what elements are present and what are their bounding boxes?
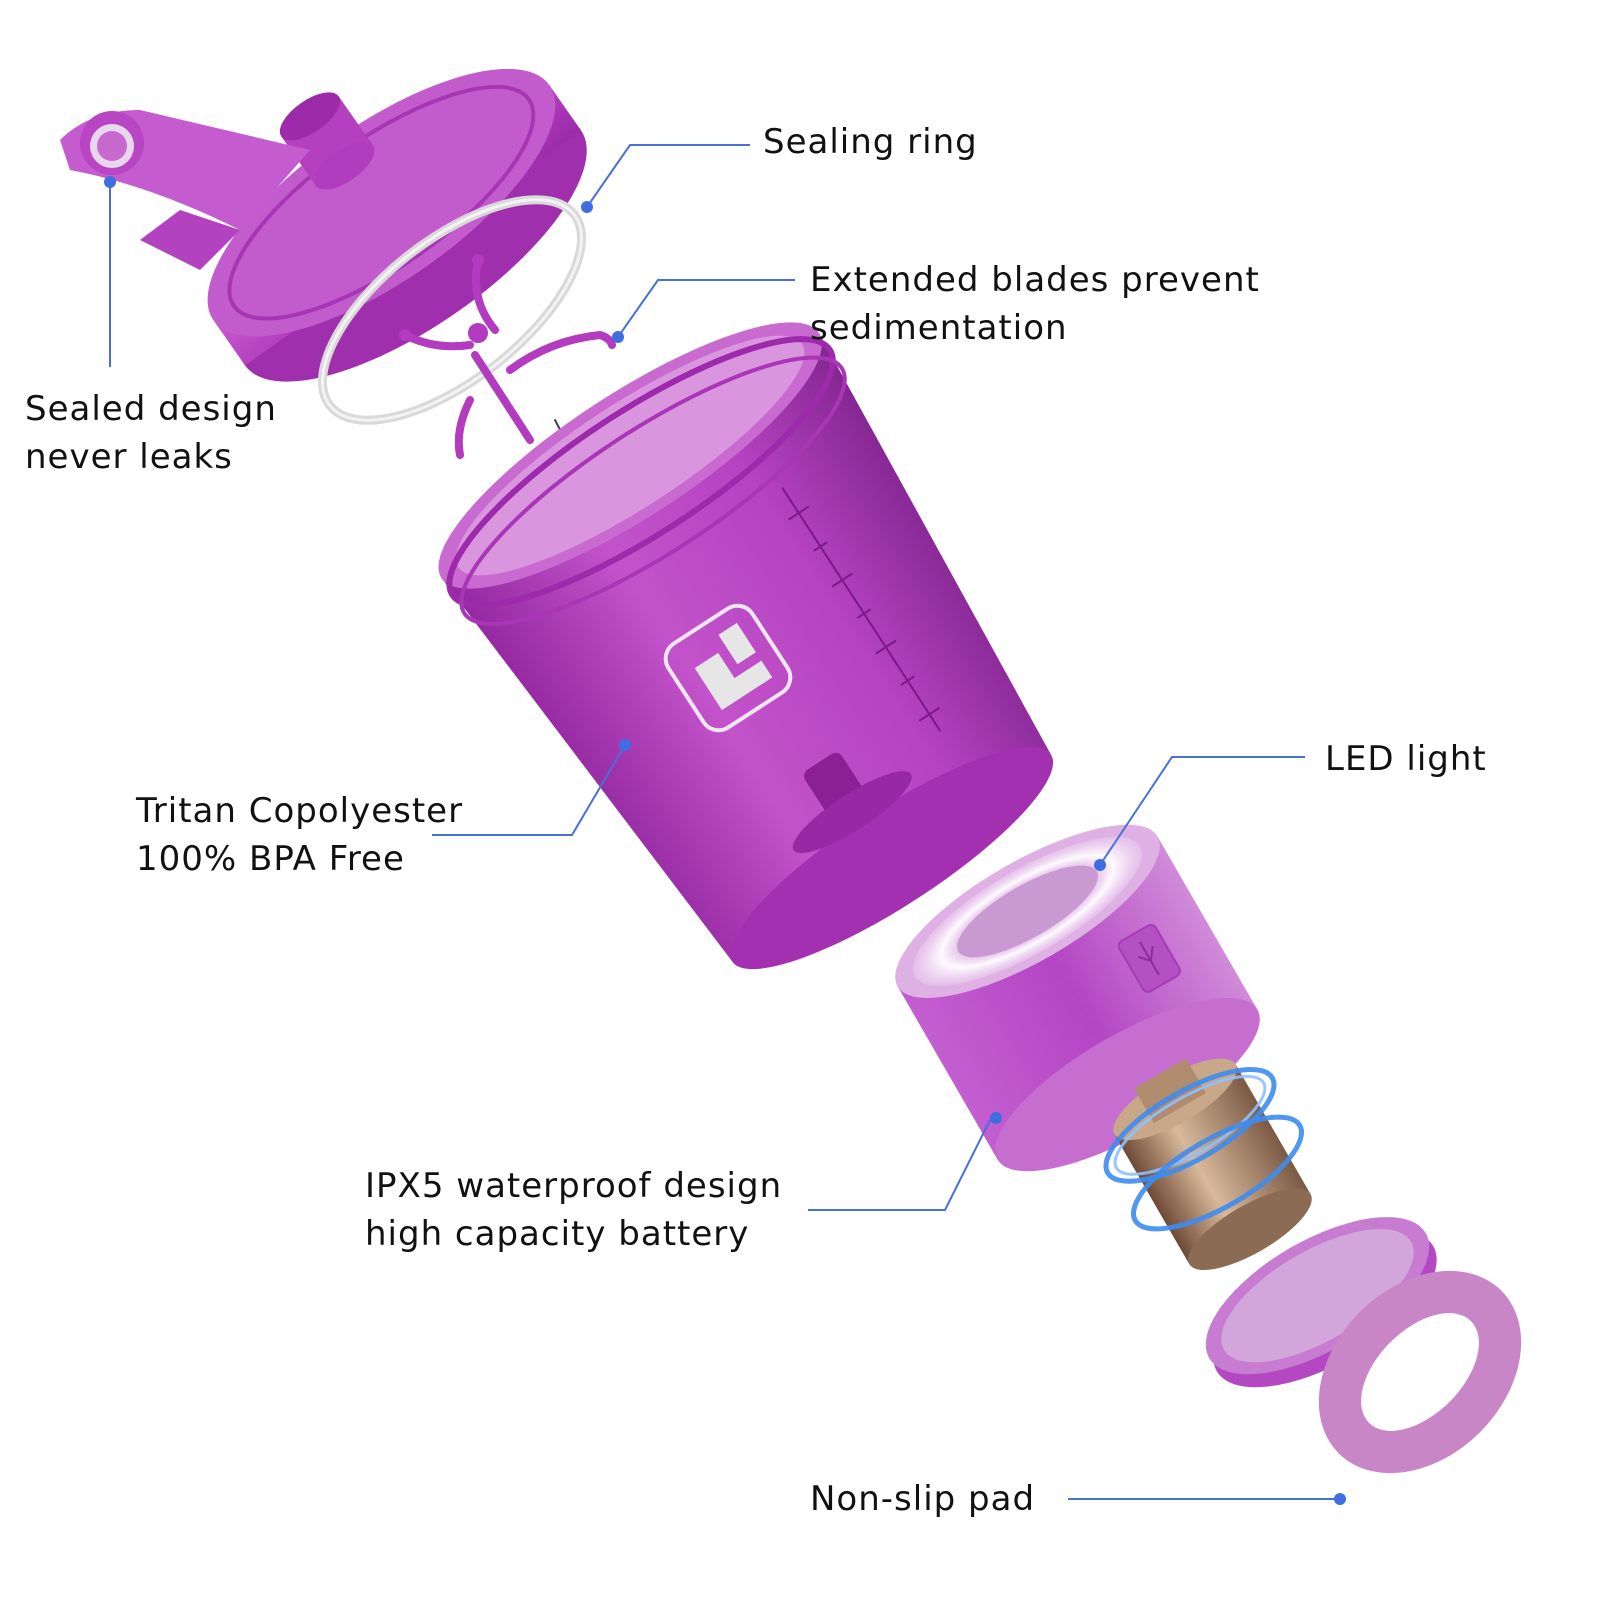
callout-non-slip-pad: Non-slip pad <box>810 1475 1035 1523</box>
leader-extended-blades <box>617 279 795 338</box>
leader-dots <box>104 176 1346 1505</box>
non-slip-pad-icon <box>1318 1270 1522 1474</box>
callout-sealed-design: Sealed design never leaks <box>25 385 277 481</box>
callout-line: 100% BPA Free <box>136 839 405 879</box>
dot-non-slip-pad <box>1334 1493 1346 1505</box>
callout-sealing-ring: Sealing ring <box>763 118 978 166</box>
callout-ipx5: IPX5 waterproof design high capacity bat… <box>365 1162 782 1258</box>
dot-ipx5 <box>990 1112 1002 1124</box>
callout-led-light: LED light <box>1325 735 1487 783</box>
leader-lines <box>109 144 1340 1500</box>
dot-tritan <box>619 739 631 751</box>
callout-line: never leaks <box>25 437 233 477</box>
leader-tritan <box>432 744 626 836</box>
callout-line: Non-slip pad <box>810 1479 1036 1519</box>
callout-line: Tritan Copolyester <box>136 791 464 831</box>
dot-sealed-design <box>104 176 116 188</box>
callout-line: Extended blades prevent <box>810 260 1260 300</box>
callout-line: Sealing ring <box>763 122 978 162</box>
bottom-cover-icon <box>1205 1217 1437 1388</box>
dot-sealing-ring <box>581 201 593 213</box>
dot-extended-blades <box>612 331 624 343</box>
callout-line: high capacity battery <box>365 1214 750 1254</box>
sealing-ring-icon <box>317 195 587 425</box>
callout-line: sedimentation <box>810 308 1068 348</box>
leader-ipx5 <box>808 1119 991 1211</box>
callout-line: Sealed design <box>25 389 277 429</box>
callout-line: LED light <box>1325 739 1487 779</box>
dot-led-light <box>1094 859 1106 871</box>
leader-led-light <box>1099 756 1305 866</box>
motor-base-icon <box>895 824 1260 1172</box>
leader-sealing-ring <box>586 144 750 208</box>
usb-icon <box>1117 923 1181 993</box>
callout-tritan: Tritan Copolyester 100% BPA Free <box>136 787 463 883</box>
blades-icon <box>399 254 616 459</box>
brand-logo-icon <box>663 603 793 733</box>
motor-icon <box>1103 1058 1312 1270</box>
callout-line: IPX5 waterproof design <box>365 1166 783 1206</box>
flip-lid-icon <box>60 68 587 382</box>
callout-extended-blades: Extended blades prevent sedimentation <box>810 256 1260 352</box>
